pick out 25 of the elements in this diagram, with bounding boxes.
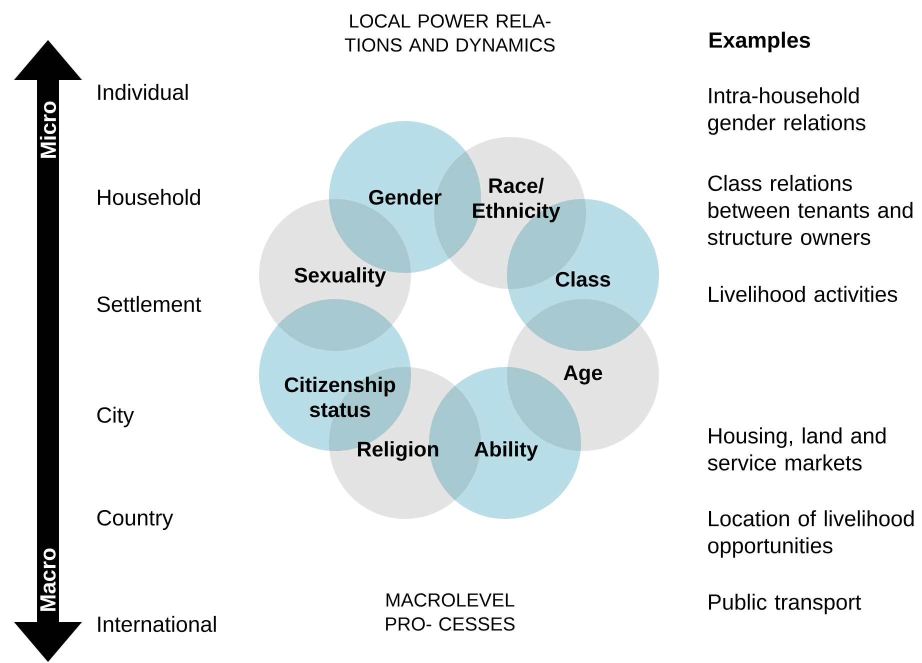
text-label: Public transport	[709, 594, 862, 614]
circle-label: Religion	[358, 441, 438, 461]
text-label: Country	[97, 510, 174, 530]
circle-label: Age	[564, 366, 602, 384]
text-label: Livelihood activities	[709, 286, 898, 302]
circle-label: Sexuality	[294, 267, 386, 287]
text-label: Class relations between tenants and structure owners	[708, 174, 912, 246]
circle-label: Citizenship status	[284, 376, 396, 418]
text-label: Household	[98, 188, 200, 206]
arrow-label: Micro	[40, 102, 56, 158]
text-label: Intra-household gender relations	[708, 87, 866, 135]
arrow-label: Macro	[40, 548, 56, 611]
text-label: City	[97, 406, 134, 428]
text-label: Housing, land and service markets	[708, 427, 886, 471]
column-heading: Examples	[710, 32, 810, 52]
circle-label: Ability	[474, 441, 538, 461]
text-label: MACROLEVEL PRO- CESSES	[386, 593, 515, 631]
text-label: International	[98, 616, 216, 632]
text-label: Settlement	[97, 296, 202, 312]
circle-label: Class	[556, 271, 610, 287]
text-label: Individual	[98, 84, 188, 100]
circle-label: Race/ Ethnicity	[473, 178, 560, 222]
circle-label: Gender	[369, 189, 442, 205]
text-label: Location of livelihood opportunities	[708, 510, 914, 558]
text-label: LOCAL POWER RELA- TIONS AND DYNAMICS	[344, 14, 555, 52]
